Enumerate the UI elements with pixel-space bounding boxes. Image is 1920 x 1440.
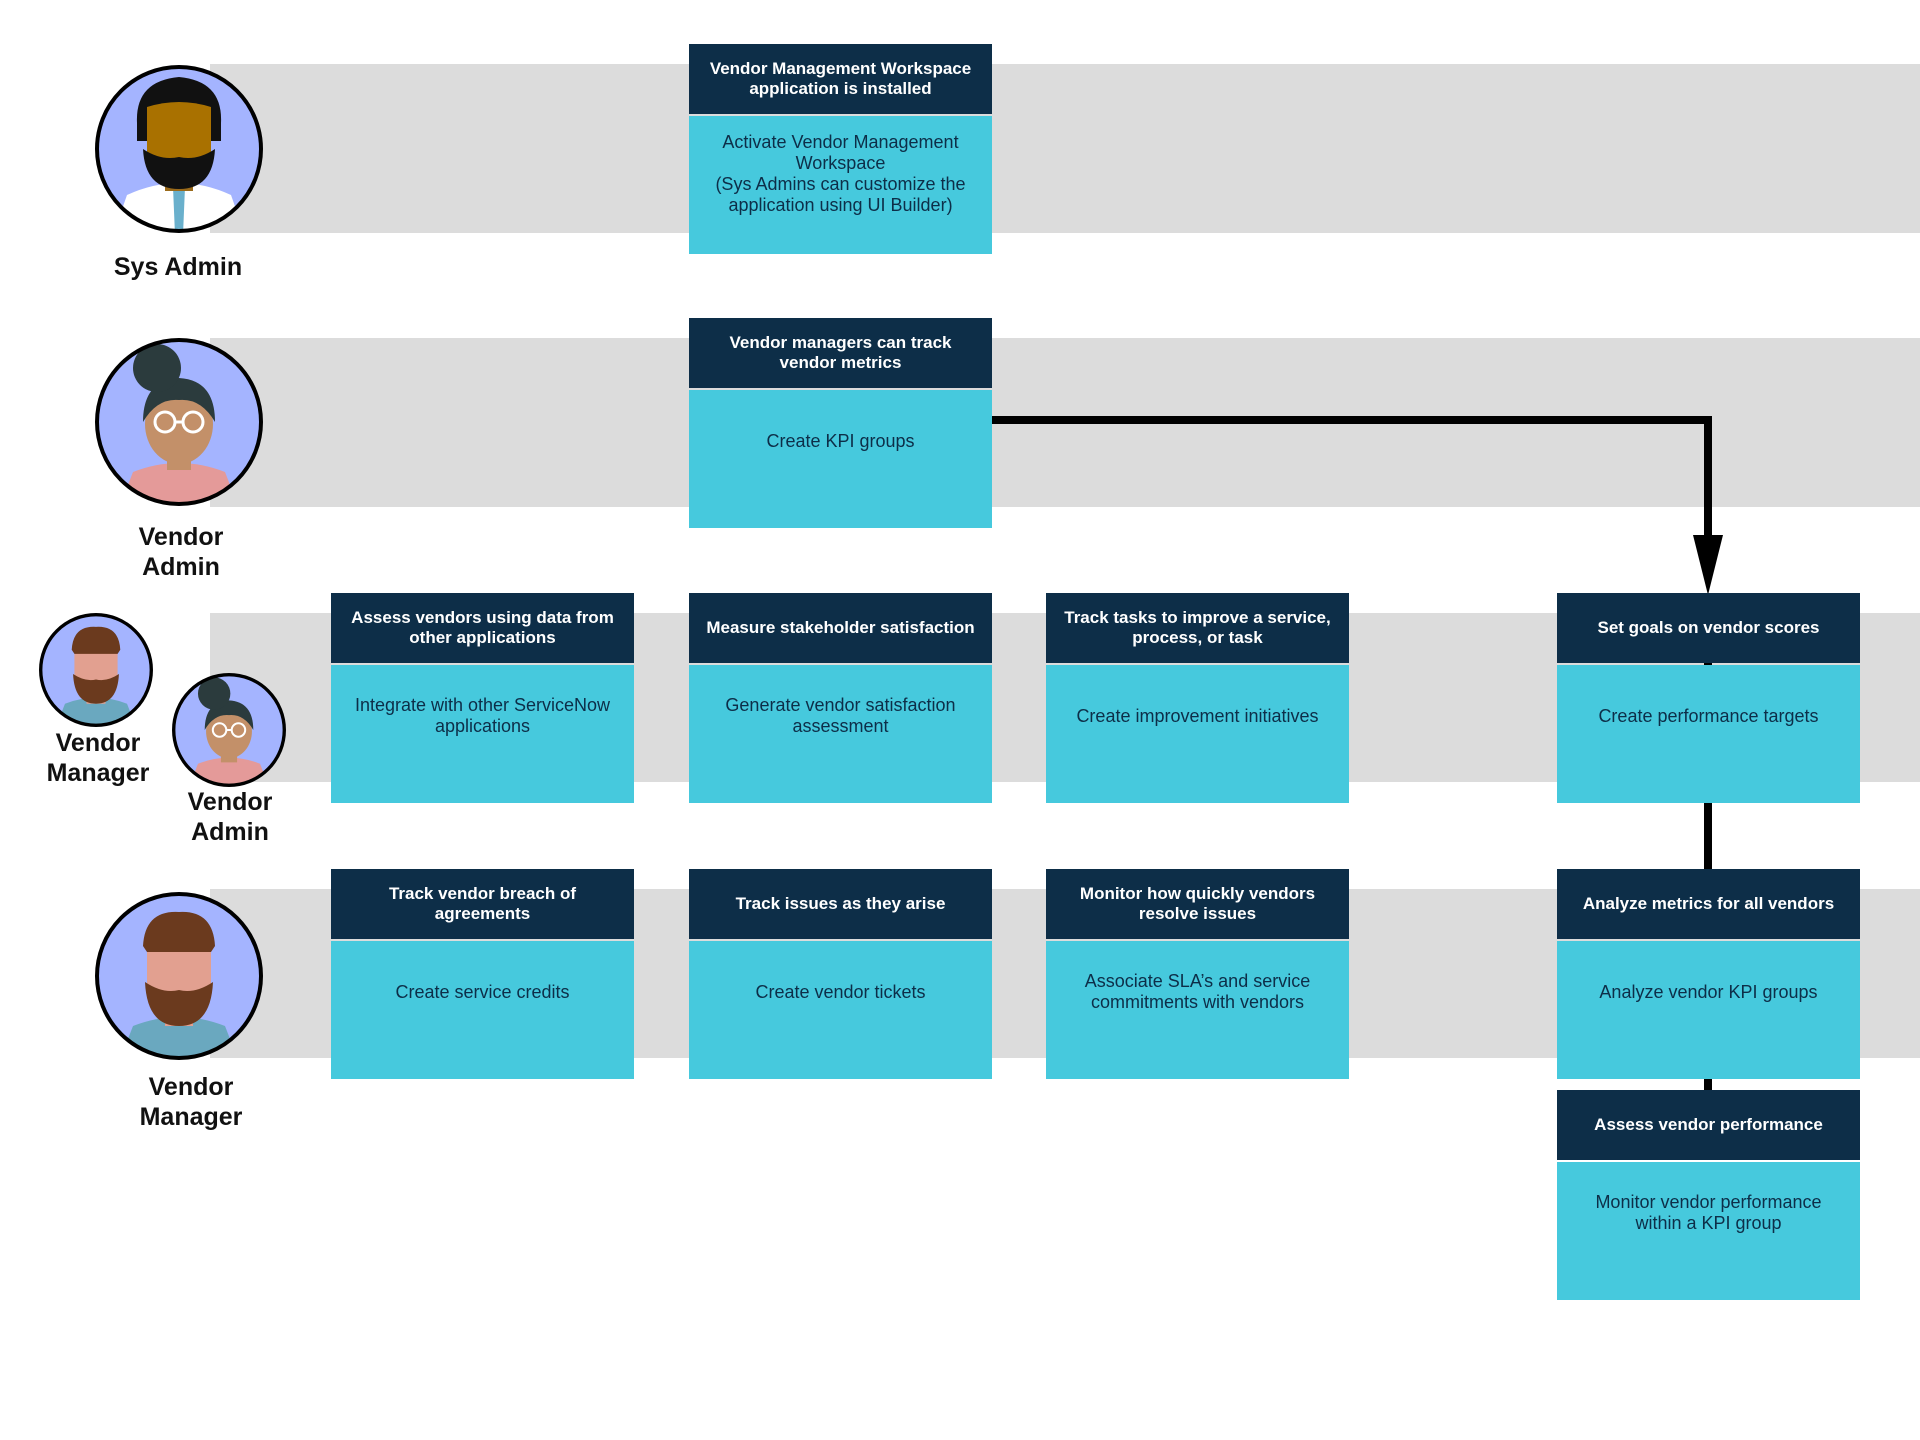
card-body: Create performance targets [1557,665,1860,803]
card-body: Activate Vendor Management Workspace (Sy… [689,116,992,254]
vendor-manager-avatar-small [39,613,153,727]
sys-admin-avatar [95,65,263,233]
vendor-admin-avatar-small [172,673,286,787]
card-title: Monitor how quickly vendors resolve issu… [1046,869,1349,939]
actor-label-vendor-manager-small: Vendor Manager [46,729,150,787]
card-body: Monitor vendor performance within a KPI … [1557,1162,1860,1300]
card-breach: Track vendor breach of agreements Create… [331,869,634,1079]
arrowhead-down [1693,535,1723,595]
actor-label-sys-admin: Sys Admin [113,253,243,281]
card-issues: Track issues as they arise Create vendor… [689,869,992,1079]
swimlane-sys-admin [210,64,1920,233]
actor-label-vendor-admin-small: Vendor Admin [187,788,273,846]
actor-label-vendor-admin: Vendor Admin [138,523,224,581]
actor-label-vendor-manager: Vendor Manager [139,1073,243,1131]
card-body: Integrate with other ServiceNow applicat… [331,665,634,803]
card-title: Vendor managers can track vendor metrics [689,318,992,388]
vendor-manager-avatar [95,892,263,1060]
card-title: Analyze metrics for all vendors [1557,869,1860,939]
card-sla: Monitor how quickly vendors resolve issu… [1046,869,1349,1079]
card-title: Assess vendors using data from other app… [331,593,634,663]
card-install: Vendor Management Workspace application … [689,44,992,254]
vendor-admin-avatar [95,338,263,506]
card-body: Create service credits [331,941,634,1079]
card-body: Create vendor tickets [689,941,992,1079]
card-title: Measure stakeholder satisfaction [689,593,992,663]
card-body: Generate vendor satisfaction assessment [689,665,992,803]
card-analyze: Analyze metrics for all vendors Analyze … [1557,869,1860,1079]
card-improve: Track tasks to improve a service, proces… [1046,593,1349,803]
card-track-metrics: Vendor managers can track vendor metrics… [689,318,992,528]
connector-kpi-to-goals [990,416,1712,555]
card-stakeholder: Measure stakeholder satisfaction Generat… [689,593,992,803]
card-title: Assess vendor performance [1557,1090,1860,1160]
card-title: Track tasks to improve a service, proces… [1046,593,1349,663]
card-assess-perf: Assess vendor performance Monitor vendor… [1557,1090,1860,1300]
card-body: Create KPI groups [689,390,992,528]
card-body: Create improvement initiatives [1046,665,1349,803]
card-title: Track vendor breach of agreements [331,869,634,939]
card-body: Analyze vendor KPI groups [1557,941,1860,1079]
card-assess-data: Assess vendors using data from other app… [331,593,634,803]
card-body: Associate SLA’s and service commitments … [1046,941,1349,1079]
card-goals: Set goals on vendor scores Create perfor… [1557,593,1860,803]
card-title: Vendor Management Workspace application … [689,44,992,114]
card-title: Set goals on vendor scores [1557,593,1860,663]
card-title: Track issues as they arise [689,869,992,939]
